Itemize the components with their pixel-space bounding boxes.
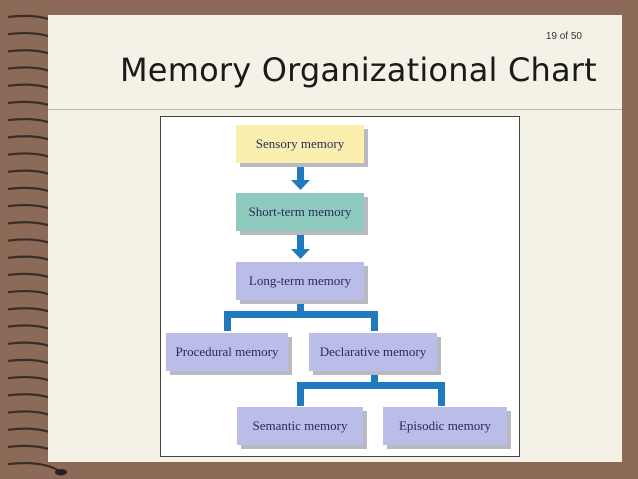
page-number: 19 of 50 (545, 31, 582, 42)
connector-lines (224, 164, 445, 406)
slide: 19 of 50 Memory Organizational Chart (48, 15, 622, 462)
arrow-head-sensory-short-term (291, 180, 310, 190)
declarative-memory-node: Declarative memory (309, 333, 437, 371)
procedural-memory-node: Procedural memory (166, 333, 288, 371)
branch-drop-procedural (224, 311, 231, 331)
arrow-shaft-sensory-short-term (297, 164, 304, 182)
episodic-memory-node: Episodic memory (383, 407, 507, 445)
branch-stem-declarative (371, 371, 378, 385)
binder-ring (7, 461, 67, 476)
short-term-memory-node: Short-term memory (236, 193, 364, 231)
branch-drop-declarative (371, 311, 378, 331)
branch-drop-episodic (438, 382, 445, 406)
title-divider (48, 109, 622, 110)
branch-drop-semantic (297, 382, 304, 406)
branch-bar-long-term (224, 311, 378, 318)
arrow-shaft-short-term-long-term (297, 231, 304, 251)
branch-stem-long-term (297, 300, 304, 314)
slide-title: Memory Organizational Chart (120, 51, 597, 89)
long-term-memory-node: Long-term memory (236, 262, 364, 300)
sensory-memory-node: Sensory memory (236, 125, 364, 163)
memory-chart-figure: Sensory memory Short-term memory Long-te… (160, 116, 520, 457)
arrow-head-short-term-long-term (291, 249, 310, 259)
branch-bar-declarative (297, 382, 445, 389)
semantic-memory-node: Semantic memory (237, 407, 363, 445)
